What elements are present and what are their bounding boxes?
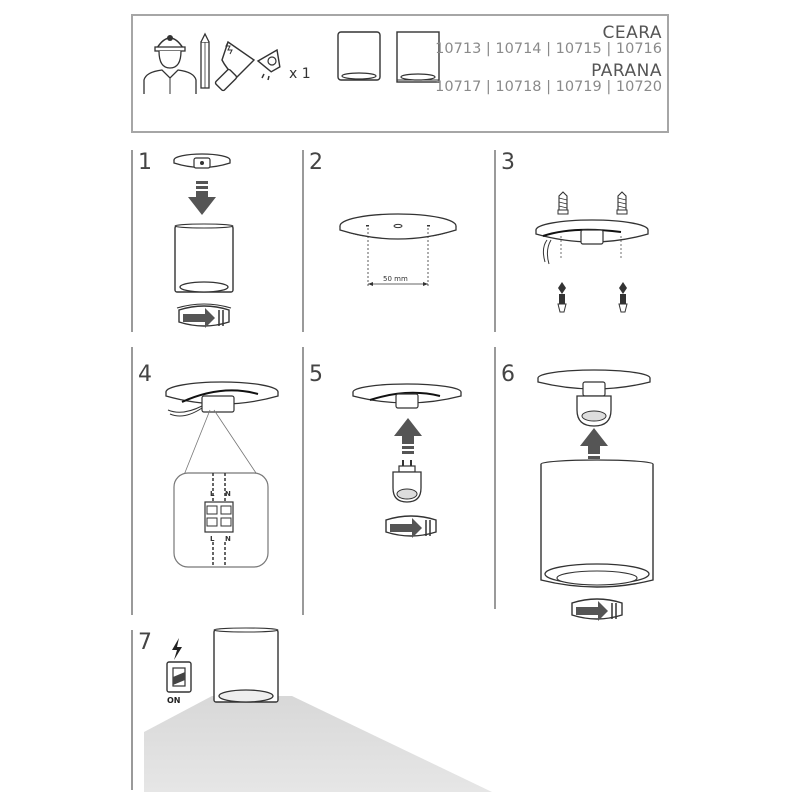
step-4-terminal-l-bottom: L bbox=[210, 535, 215, 543]
step-2-dimension-lines bbox=[367, 228, 429, 286]
step-7-switch-label: ON bbox=[167, 696, 181, 705]
step-5-up-arrow-icon bbox=[394, 418, 422, 454]
step-3-screw-right-icon bbox=[616, 191, 628, 215]
step-6-mounting-plate-with-bulb bbox=[537, 369, 651, 427]
header-box bbox=[131, 14, 669, 133]
parana-product-icon bbox=[396, 31, 440, 83]
step-7-line bbox=[131, 630, 133, 790]
gu10-bulb-icon bbox=[256, 48, 281, 81]
pencil-icon bbox=[200, 32, 210, 89]
step-number-4: 4 bbox=[138, 362, 152, 387]
step-3-line bbox=[494, 150, 496, 332]
model-name-ceara: CEARA bbox=[602, 23, 662, 43]
model-name-parana: PARANA bbox=[591, 61, 662, 81]
step-number-6: 6 bbox=[501, 362, 515, 387]
step-number-2: 2 bbox=[309, 150, 323, 175]
model-codes-ceara: 10713 | 10714 | 10715 | 10716 bbox=[435, 41, 662, 57]
step-6-rotate-icon bbox=[571, 598, 623, 621]
step-3-screw-left-icon bbox=[557, 191, 569, 215]
step-4-mounting-plate bbox=[165, 381, 279, 417]
step-1-line bbox=[131, 150, 133, 332]
step-1-fixture-body bbox=[174, 223, 234, 293]
step-7-light-beam bbox=[144, 696, 492, 792]
model-codes-parana: 10717 | 10718 | 10719 | 10720 bbox=[435, 79, 662, 95]
step-5-mounting-plate bbox=[352, 383, 462, 409]
step-3-mounting-plate bbox=[535, 219, 649, 265]
step-number-5: 5 bbox=[309, 362, 323, 387]
step-4-terminal-n-top: N bbox=[225, 490, 231, 498]
model-parana: PARANA 10717 | 10718 | 10719 | 10720 bbox=[435, 61, 662, 95]
step-5-rotate-icon bbox=[385, 515, 437, 538]
step-7-fixture-lit bbox=[213, 627, 279, 703]
step-7-lightning-icon bbox=[172, 638, 182, 660]
step-6-line bbox=[494, 347, 496, 609]
model-ceara: CEARA 10713 | 10714 | 10715 | 10716 bbox=[435, 23, 662, 57]
step-4-terminal-l-top: L bbox=[210, 490, 215, 498]
step-5-line bbox=[302, 347, 304, 615]
tools-quantity: x 1 bbox=[289, 66, 311, 82]
step-1-down-arrow-icon bbox=[188, 181, 216, 215]
saw-icon bbox=[214, 40, 256, 92]
step-3-dowel-right-icon bbox=[618, 282, 628, 313]
step-number-3: 3 bbox=[501, 150, 515, 175]
step-1-rotate-icon bbox=[176, 303, 232, 328]
step-6-fixture-body bbox=[540, 459, 654, 588]
step-4-terminal-block-zoom bbox=[173, 472, 269, 568]
ceara-product-icon bbox=[337, 31, 381, 81]
step-5-bulb-icon bbox=[392, 460, 422, 503]
step-number-1: 1 bbox=[138, 150, 152, 175]
step-7-switch-icon bbox=[166, 661, 192, 693]
step-4-terminal-n-bottom: N bbox=[225, 535, 231, 543]
step-2-line bbox=[302, 150, 304, 332]
installer-icon bbox=[143, 35, 197, 94]
step-2-mounting-plate bbox=[339, 213, 457, 240]
step-number-7: 7 bbox=[138, 630, 152, 655]
step-1-mounting-plate bbox=[173, 153, 231, 169]
step-2-dimension-label: 50 mm bbox=[383, 275, 408, 283]
step-4-line bbox=[131, 347, 133, 615]
step-3-dowel-left-icon bbox=[557, 282, 567, 313]
